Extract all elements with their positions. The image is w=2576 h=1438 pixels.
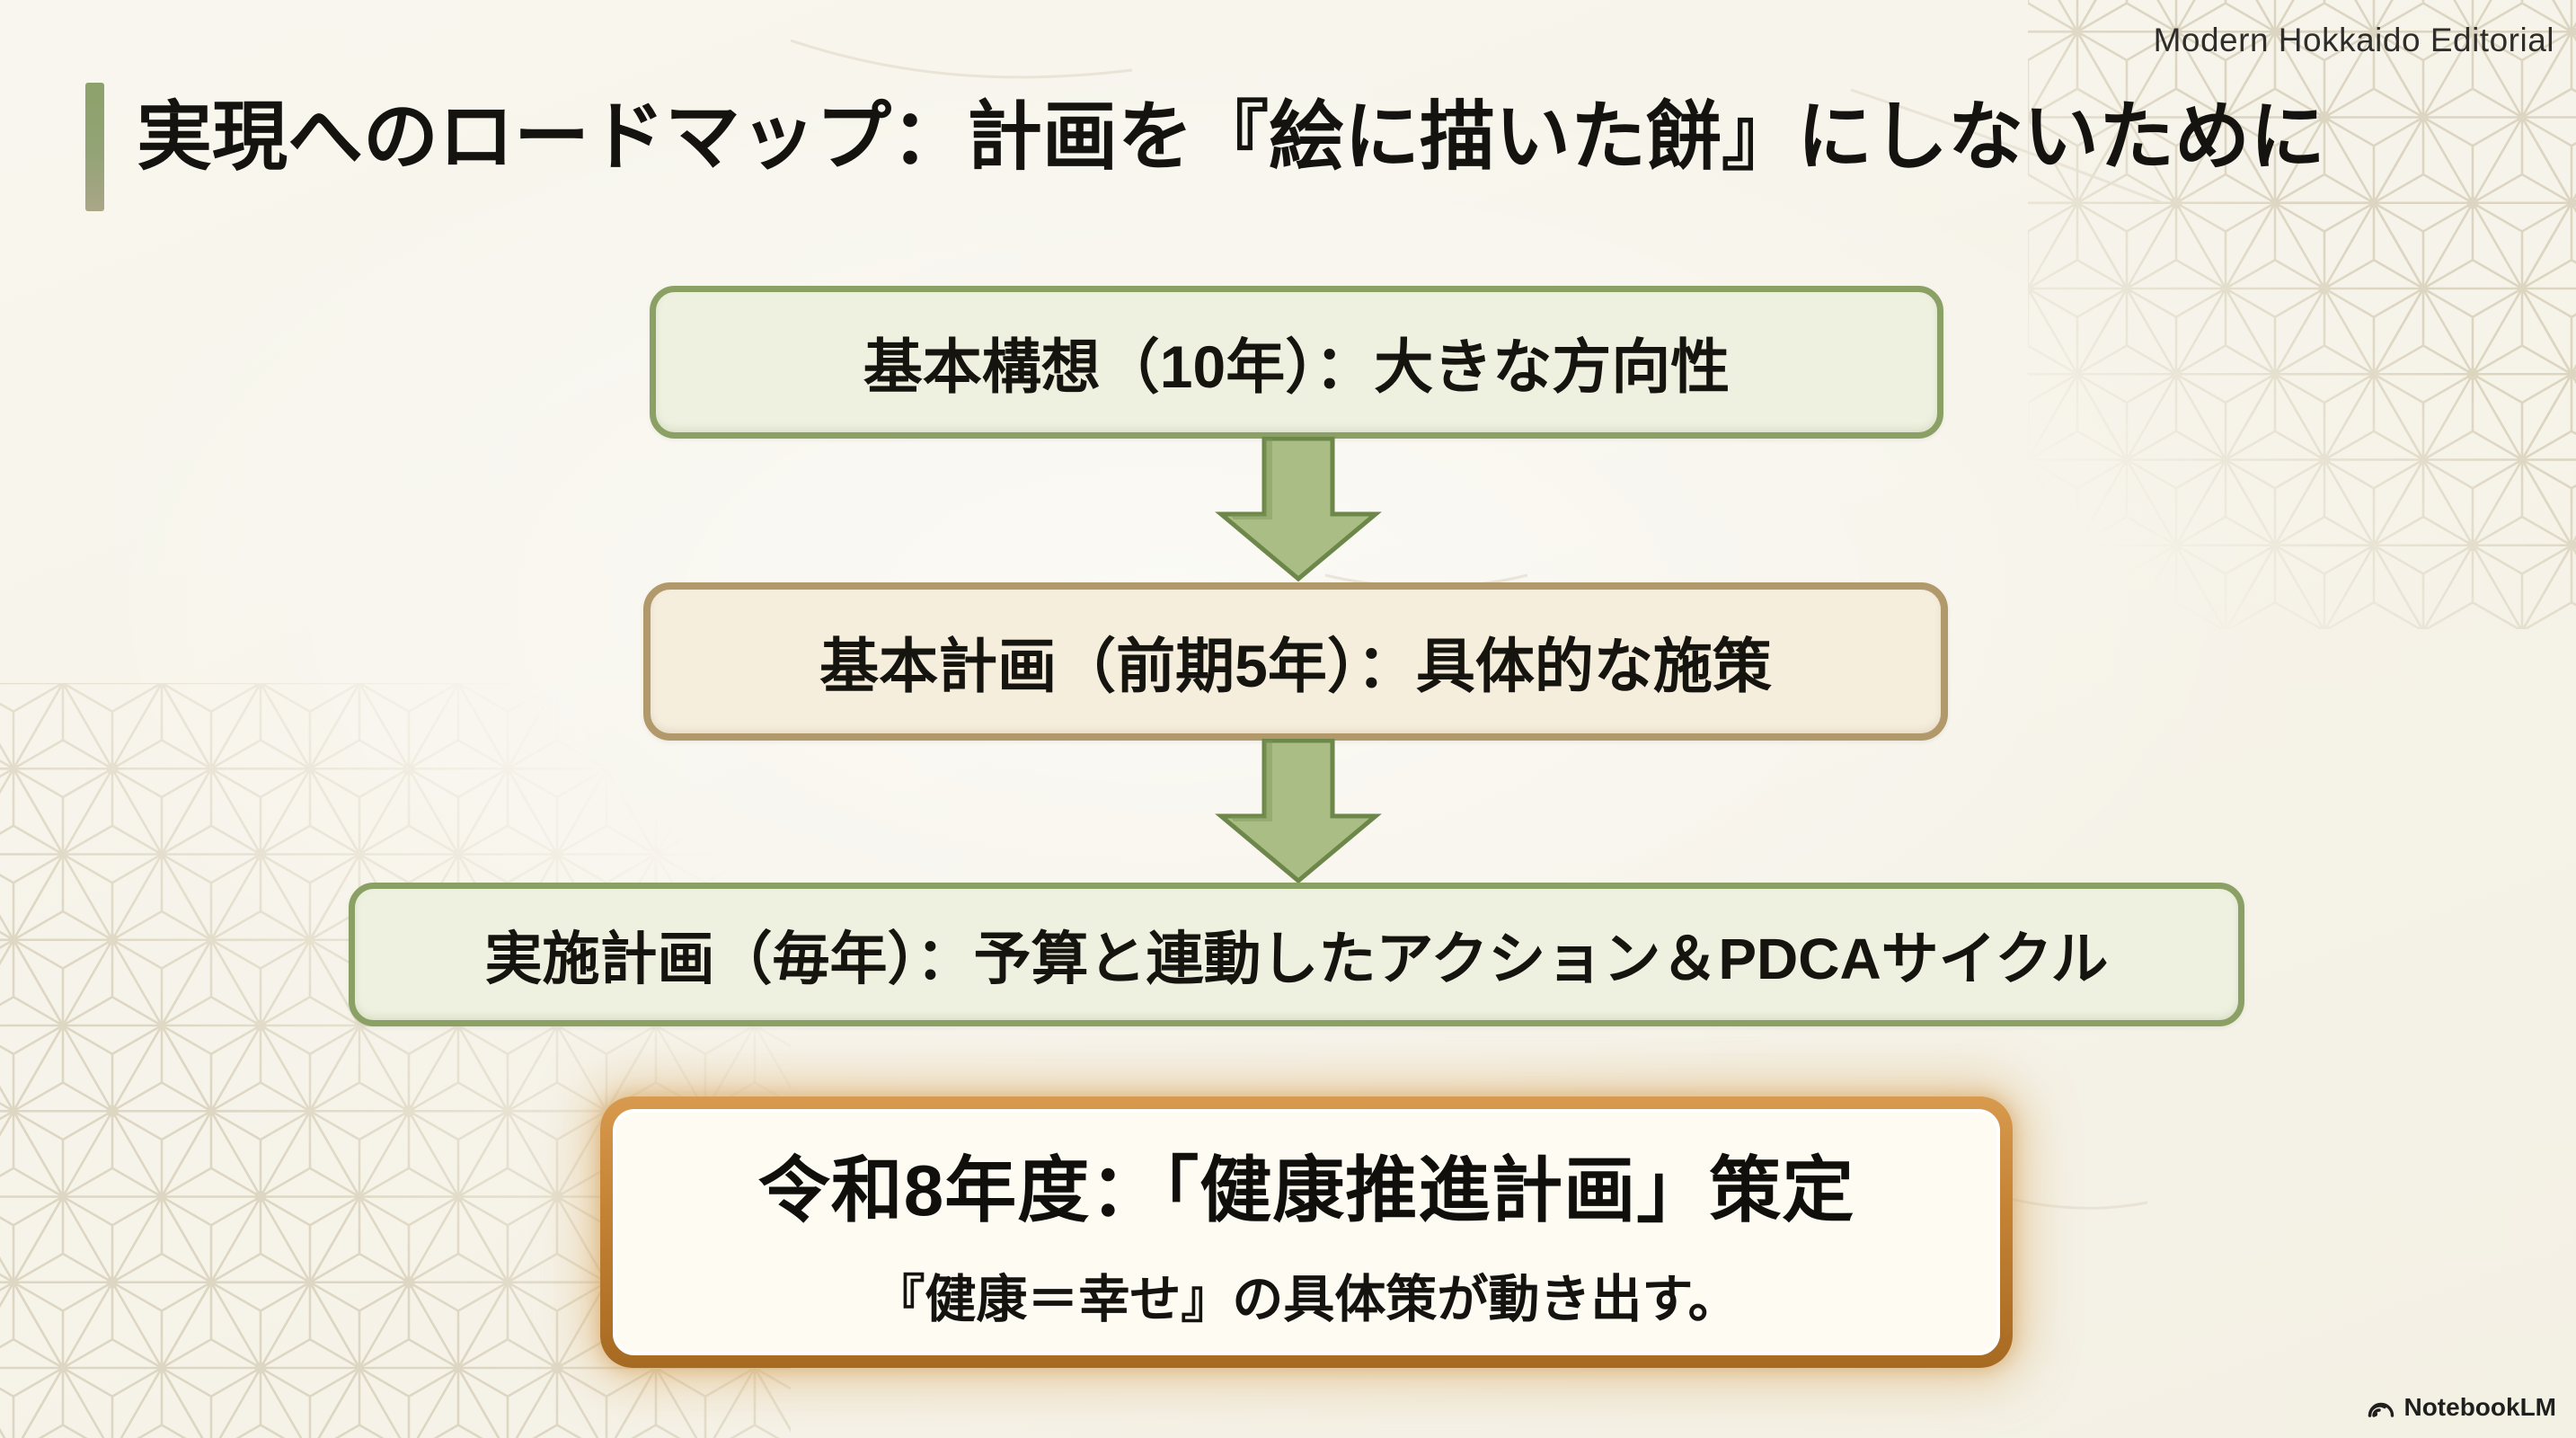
flow-box-implementation-plan-label: 実施計画（毎年）：予算と連動したアクション＆PDCAサイクル (484, 927, 2109, 991)
highlight-subtitle: 『健康＝幸せ』の具体策が動き出す。 (873, 1271, 1739, 1328)
flow-box-basic-plan-label: 基本計画（前期5年）：具体的な施策 (819, 633, 1772, 699)
notebooklm-logo: NotebookLM (2367, 1393, 2556, 1422)
flow-box-basic-plan: 基本計画（前期5年）：具体的な施策 (643, 582, 1948, 741)
flow-box-implementation-plan: 実施計画（毎年）：予算と連動したアクション＆PDCAサイクル (349, 883, 2244, 1026)
highlight-box: 令和8年度：「健康推進計画」策定 『健康＝幸せ』の具体策が動き出す。 (600, 1096, 2013, 1368)
down-arrow-icon (1215, 437, 1382, 582)
down-arrow-icon (1215, 739, 1382, 884)
brand-label: Modern Hokkaido Editorial (2153, 22, 2554, 58)
flow-box-basic-concept: 基本構想（10年）：大きな方向性 (650, 286, 1943, 439)
flow-box-basic-concept-label: 基本構想（10年）：大きな方向性 (863, 333, 1731, 400)
highlight-box-inner: 令和8年度：「健康推進計画」策定 『健康＝幸せ』の具体策が動き出す。 (613, 1109, 2000, 1355)
highlight-title: 令和8年度：「健康推進計画」策定 (757, 1150, 1855, 1230)
notebooklm-label: NotebookLM (2403, 1393, 2556, 1421)
page-title: 実現へのロードマップ：計画を『絵に描いた餅』にしないために (137, 94, 2326, 179)
title-accent-bar (85, 83, 104, 211)
notebooklm-icon (2368, 1402, 2395, 1417)
